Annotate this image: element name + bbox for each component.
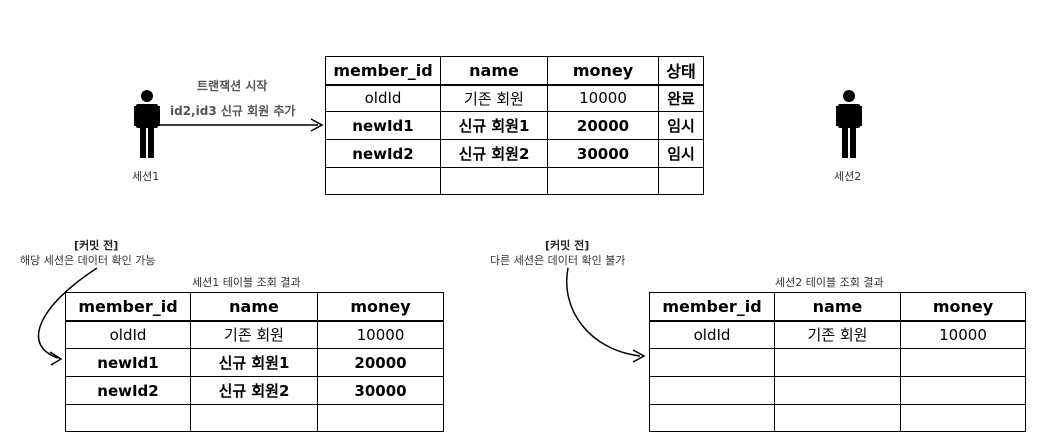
session2-label: 세션2: [834, 170, 862, 183]
table-cell: [900, 376, 1026, 405]
table-cell: [900, 348, 1026, 377]
table-cell: oldId: [325, 84, 441, 112]
table-row: oldId 기존 회원 10000: [65, 320, 444, 349]
table-cell: 기존 회원: [440, 84, 548, 112]
table-cell: 20000: [317, 348, 444, 377]
session2-person-icon: [836, 90, 862, 158]
table-cell: [649, 404, 775, 432]
table-cell: 10000: [900, 320, 1026, 349]
table-row: [649, 376, 1026, 405]
session2-table-caption: 세션2 테이블 조회 결과: [775, 276, 884, 289]
table-cell: 기존 회원: [774, 320, 901, 349]
table-row: [649, 348, 1026, 377]
table-row: [325, 167, 704, 195]
table-cell: [774, 376, 901, 405]
arrow-label-line2: id2,id3 신규 회원 추가: [170, 104, 296, 118]
session2-table-header: money: [900, 292, 1026, 322]
table-cell: [440, 167, 548, 195]
session1-person-icon: [134, 90, 160, 158]
table-cell: 10000: [317, 320, 444, 349]
table-cell: 완료: [658, 84, 704, 112]
right-note-text: 다른 세션은 데이터 확인 불가: [490, 254, 626, 267]
table-cell: 30000: [317, 376, 444, 405]
session1-table-header: name: [190, 292, 318, 322]
table-cell: 기존 회원: [190, 320, 318, 349]
table-cell: 신규 회원2: [440, 139, 548, 168]
table-cell: 임시: [658, 111, 704, 140]
table-cell: [900, 404, 1026, 432]
table-cell: oldId: [65, 320, 191, 349]
session1-table-header: money: [317, 292, 444, 322]
table-row: [649, 404, 1026, 432]
table-cell: [317, 404, 444, 432]
table-cell: newId2: [325, 139, 441, 168]
table-cell: [774, 404, 901, 432]
session1-table-header-row: member_id name money: [65, 292, 444, 322]
table-cell: newId1: [65, 348, 191, 377]
left-note-title: [커밋 전]: [74, 239, 119, 252]
table-row: oldId 기존 회원 10000 완료: [325, 84, 704, 112]
main-table: member_id name money 상태 oldId 기존 회원 1000…: [325, 56, 704, 195]
session1-table: member_id name money oldId 기존 회원 10000 n…: [65, 292, 444, 432]
table-cell: [65, 404, 191, 432]
table-row: oldId 기존 회원 10000: [649, 320, 1026, 349]
table-cell: 10000: [547, 84, 659, 112]
table-cell: [774, 348, 901, 377]
table-cell: 20000: [547, 111, 659, 140]
table-row: newId2 신규 회원2 30000 임시: [325, 139, 704, 168]
table-cell: [190, 404, 318, 432]
table-cell: [658, 167, 704, 195]
table-row: newId2 신규 회원2 30000: [65, 376, 444, 405]
table-cell: 신규 회원2: [190, 376, 318, 405]
session2-table-header: name: [774, 292, 901, 322]
table-row: [65, 404, 444, 432]
main-table-header-row: member_id name money 상태: [325, 56, 704, 86]
main-table-header: member_id: [325, 56, 441, 86]
table-cell: 신규 회원1: [190, 348, 318, 377]
table-cell: [649, 376, 775, 405]
session1-table-caption: 세션1 테이블 조회 결과: [192, 276, 301, 289]
table-cell: [649, 348, 775, 377]
left-note-text: 해당 세션은 데이터 확인 가능: [20, 254, 156, 267]
session1-label: 세션1: [132, 170, 160, 183]
table-row: newId1 신규 회원1 20000 임시: [325, 111, 704, 140]
table-cell: 신규 회원1: [440, 111, 548, 140]
arrow-label-line1: 트랜잭션 시작: [197, 79, 268, 93]
right-note-title: [커밋 전]: [545, 239, 590, 252]
table-cell: newId2: [65, 376, 191, 405]
main-table-header: 상태: [658, 56, 704, 86]
table-cell: [325, 167, 441, 195]
session2-table-header-row: member_id name money: [649, 292, 1026, 322]
session2-table-header: member_id: [649, 292, 775, 322]
session1-table-header: member_id: [65, 292, 191, 322]
table-cell: newId1: [325, 111, 441, 140]
table-cell: oldId: [649, 320, 775, 349]
session2-table: member_id name money oldId 기존 회원 10000: [649, 292, 1026, 432]
table-row: newId1 신규 회원1 20000: [65, 348, 444, 377]
